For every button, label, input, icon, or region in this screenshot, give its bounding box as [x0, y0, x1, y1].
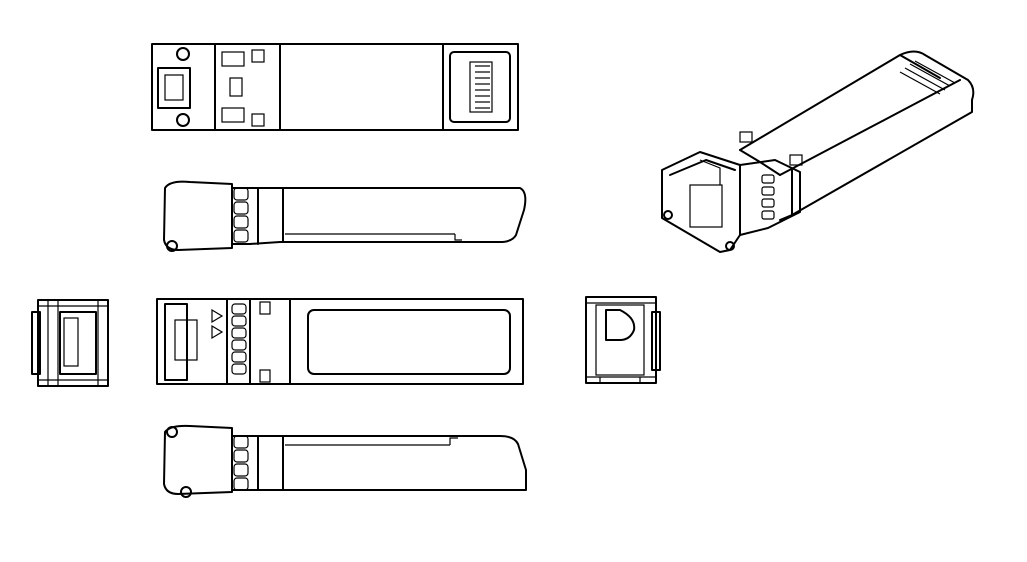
side-view-lower [163, 424, 527, 498]
screw-icon [176, 113, 190, 127]
arrow-icon [211, 308, 224, 324]
side-view-upper [163, 180, 527, 252]
arrow-icon [211, 324, 224, 340]
isometric-view [661, 50, 975, 253]
right-end-view [585, 296, 661, 384]
left-end-view [31, 299, 109, 387]
top-view [151, 43, 519, 131]
screw-icon [176, 47, 190, 61]
bottom-view [156, 298, 524, 385]
